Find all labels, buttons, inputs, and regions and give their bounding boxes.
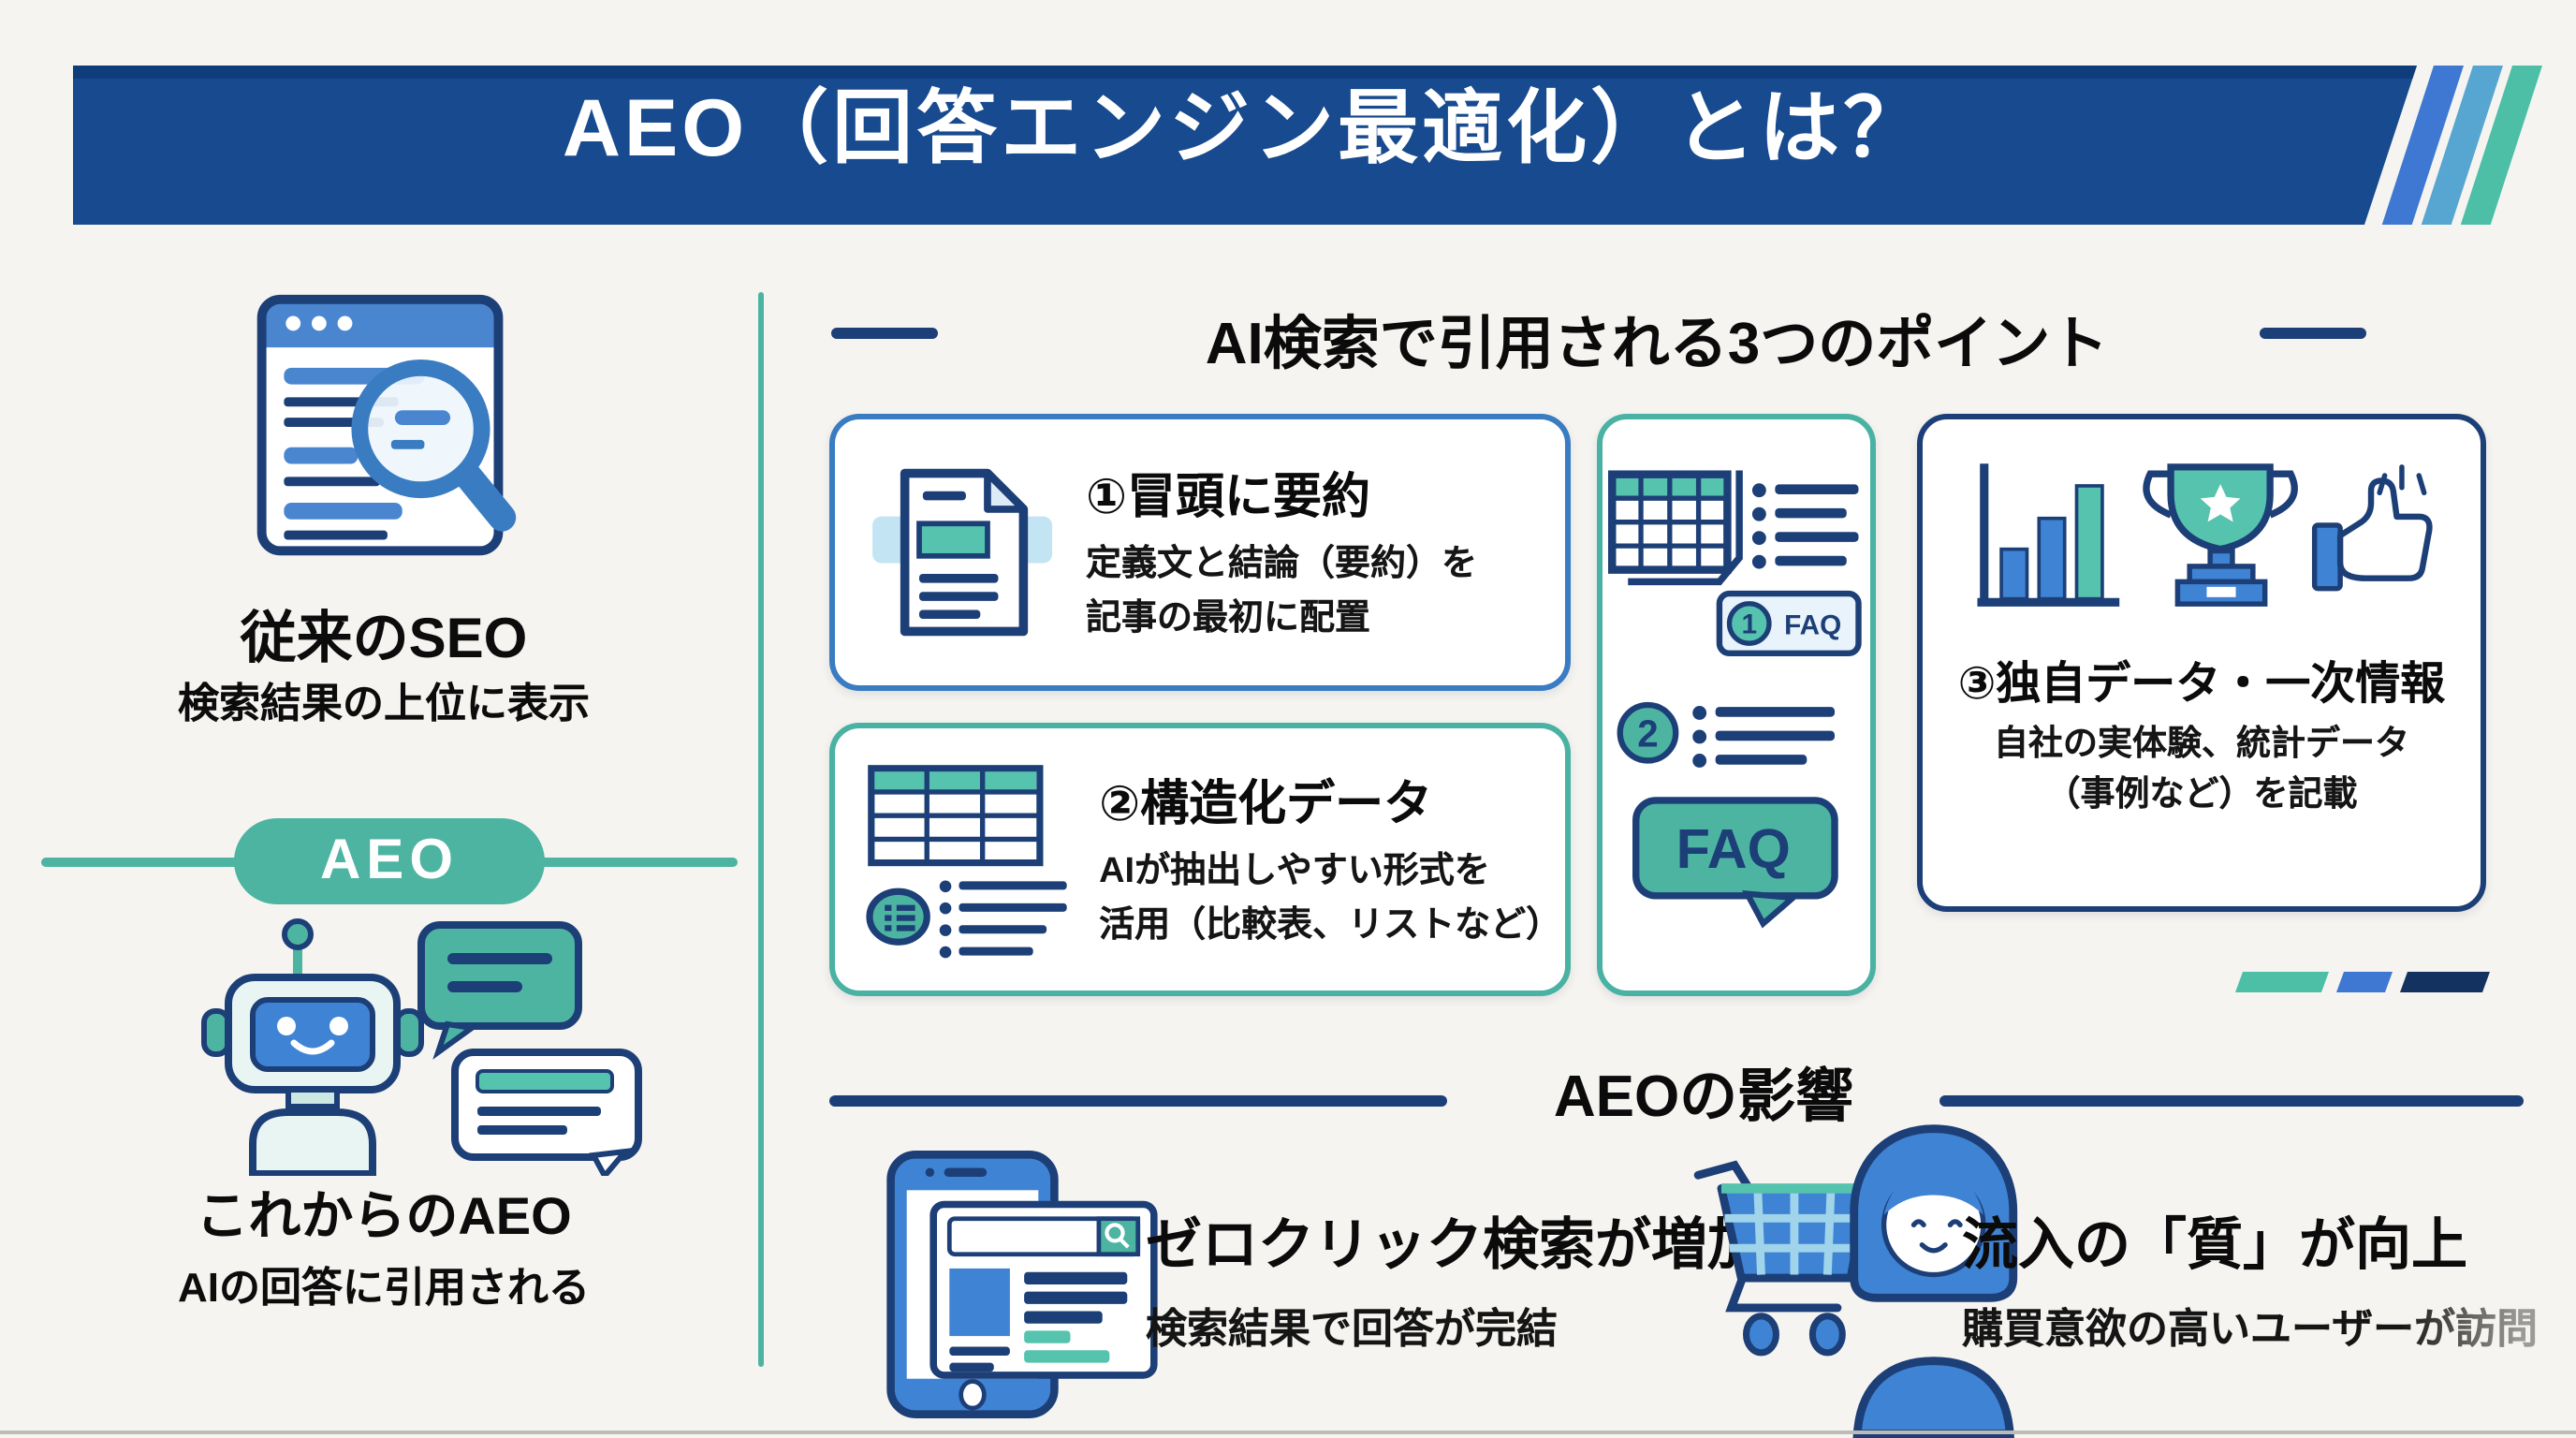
point-card-summary: ①冒頭に要約 定義文と結論（要約）を 記事の最初に配置 [829, 414, 1571, 691]
faq-structure-icon: 1 FAQ 2 FAQ [1607, 470, 1861, 929]
point3-title: ③独自データ・一次情報 [1957, 659, 2446, 710]
point2-line2: 活用（比較表、リストなど） [1099, 905, 1562, 945]
document-summary-icon [872, 468, 1053, 637]
point-card-structured-data: ②構造化データ AIが抽出しやすい形式を 活用（比較表、リストなど） [829, 723, 1571, 996]
impact2-title: 流入の「質」が向上 [1962, 1215, 2467, 1277]
decor-stripe-blue [2335, 972, 2393, 992]
point-card-original-data: ③独自データ・一次情報 自社の実体験、統計データ （事例など）を記載 [1917, 414, 2486, 912]
point2-title: ②構造化データ [1099, 775, 1433, 831]
decor-stripe-navy [2399, 972, 2491, 992]
chart-trophy-thumbsup-icon [1977, 463, 2433, 607]
point3-line1: 自社の実体験、統計データ [1993, 723, 2409, 762]
smartphone-search-icon [886, 1151, 1158, 1418]
aeo-badge: AEO [234, 818, 545, 904]
point-card-text: ②構造化データ AIが抽出しやすい形式を 活用（比較表、リストなど） [1099, 766, 1562, 953]
impact2-subtitle: 購買意欲の高いユーザーが訪問 [1962, 1305, 2539, 1352]
points-title-dash-left [831, 328, 938, 339]
point1-line1: 定義文と結論（要約）を [1086, 545, 1478, 584]
impact-title-line-right [1939, 1095, 2524, 1107]
aeo-subtitle: AIの回答に引用される [177, 1264, 590, 1311]
seo-subtitle: 検索結果の上位に表示 [177, 680, 590, 726]
title-banner-bg: AEO（回答エンジン最適化）とは？ [73, 66, 2417, 225]
impact-title-line-left [829, 1095, 1447, 1107]
page-title: AEO（回答エンジン最適化）とは？ [562, 83, 1928, 174]
impact-section-title: AEOの影響 [1553, 1064, 1854, 1129]
faq1-number: 1 [1740, 609, 1756, 640]
faq2-number: 2 [1636, 712, 1657, 756]
seo-title: 従来のSEO [240, 609, 528, 670]
impact1-subtitle: 検索結果で回答が完結 [1146, 1305, 1559, 1352]
cart-shopper-icon [1693, 1124, 2018, 1438]
point3-line2: （事例など）を記載 [2045, 772, 2358, 813]
point1-title: ①冒頭に要約 [1086, 468, 1371, 524]
aeo-title: これからのAEO [196, 1187, 572, 1245]
browser-search-icon [256, 294, 517, 556]
table-list-icon [866, 765, 1067, 959]
point-card-text: ①冒頭に要約 定義文と結論（要約）を 記事の最初に配置 [1086, 459, 1477, 646]
decor-stripe-teal [2234, 972, 2330, 992]
points-section-title: AI検索で引用される3つのポイント [1205, 311, 2109, 376]
faq1-label: FAQ [1783, 610, 1840, 641]
point2-line1: AIが抽出しやすい形式を [1099, 852, 1490, 891]
vertical-divider [758, 292, 764, 1367]
faq-bubble-label: FAQ [1676, 817, 1790, 880]
bottom-border [0, 1431, 2576, 1434]
point1-line2: 記事の最初に配置 [1086, 598, 1371, 638]
faq-structure-card: 1 FAQ 2 FAQ [1597, 414, 1876, 996]
impact1-title: ゼロクリック検索が増加 [1146, 1215, 1764, 1277]
robot-chat-icon [201, 918, 642, 1176]
points-title-dash-right [2260, 328, 2366, 339]
